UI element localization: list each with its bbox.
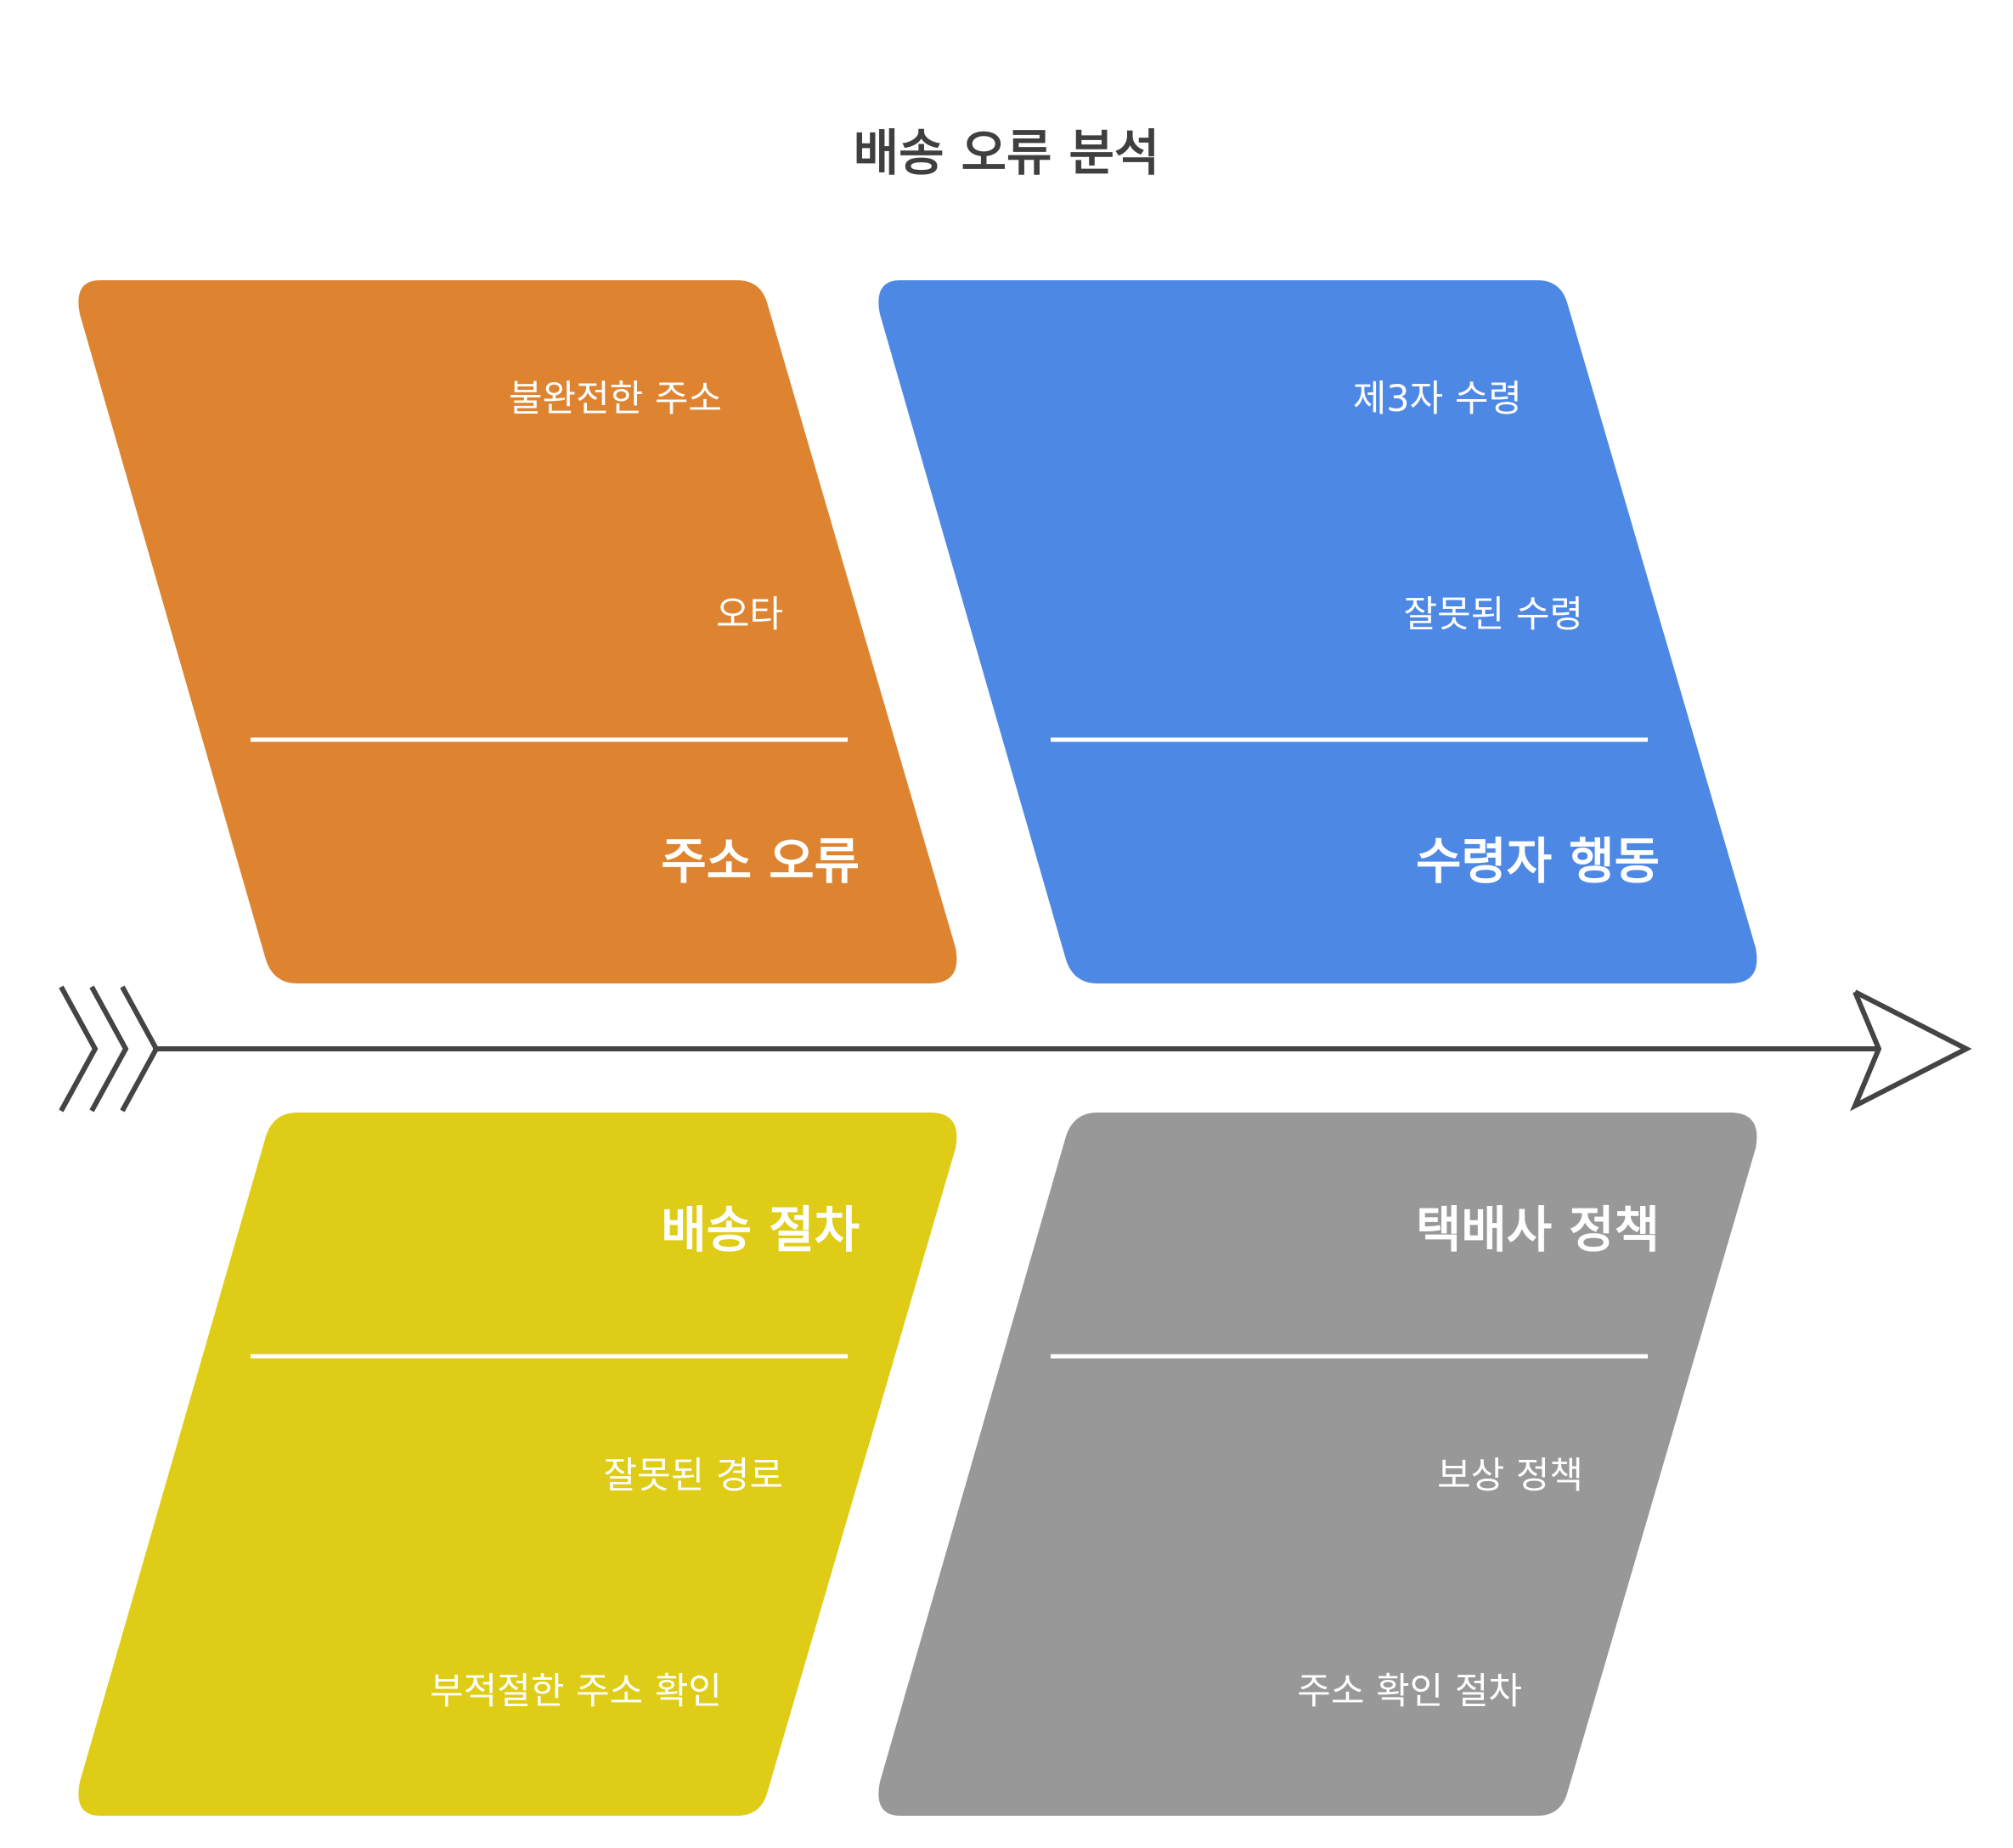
cause-label: 잘못된 경로 — [604, 1455, 783, 1497]
category-box-courier-policy — [878, 1113, 1757, 1816]
cause-label: 잘못된 수령 — [1404, 594, 1583, 636]
category-recipient-behavior: 제3자 수령 잘못된 수령 수령자 행동 — [878, 280, 1757, 983]
spine-tail-chevron-1 — [59, 985, 99, 1113]
diagram-title: 배송 오류 분석 — [854, 124, 1160, 182]
cause-label: 보상 정책 — [1437, 1455, 1583, 1497]
cause-label: 불완전한 주소 — [509, 378, 722, 420]
category-label: 택배사 정책 — [1416, 1201, 1660, 1259]
cause-label: 제3자 수령 — [1353, 378, 1522, 420]
cause-label: 부적절한 주소 확인 — [430, 1671, 722, 1713]
cause-label: 오타 — [716, 594, 783, 636]
category-address-error: 불완전한 주소 오타 주소 오류 — [78, 280, 957, 983]
cause-label: 주소 확인 절차 — [1297, 1671, 1522, 1713]
spine-tail-chevron-3 — [120, 985, 160, 1113]
spine-tail-chevron-2 — [89, 985, 129, 1113]
category-label: 주소 오류 — [661, 832, 860, 890]
spine-arrow — [59, 985, 1972, 1113]
category-box-recipient-behavior — [878, 280, 1757, 983]
category-delivery-procedure: 배송 절차 잘못된 경로 부적절한 주소 확인 — [78, 1113, 957, 1816]
spine-arrowhead — [1850, 989, 1972, 1112]
category-label: 수령자 행동 — [1416, 832, 1660, 890]
category-box-delivery-procedure — [78, 1113, 957, 1816]
category-box-address-error — [78, 280, 957, 983]
category-label: 배송 절차 — [661, 1201, 860, 1259]
category-courier-policy: 택배사 정책 보상 정책 주소 확인 절차 — [878, 1113, 1757, 1816]
